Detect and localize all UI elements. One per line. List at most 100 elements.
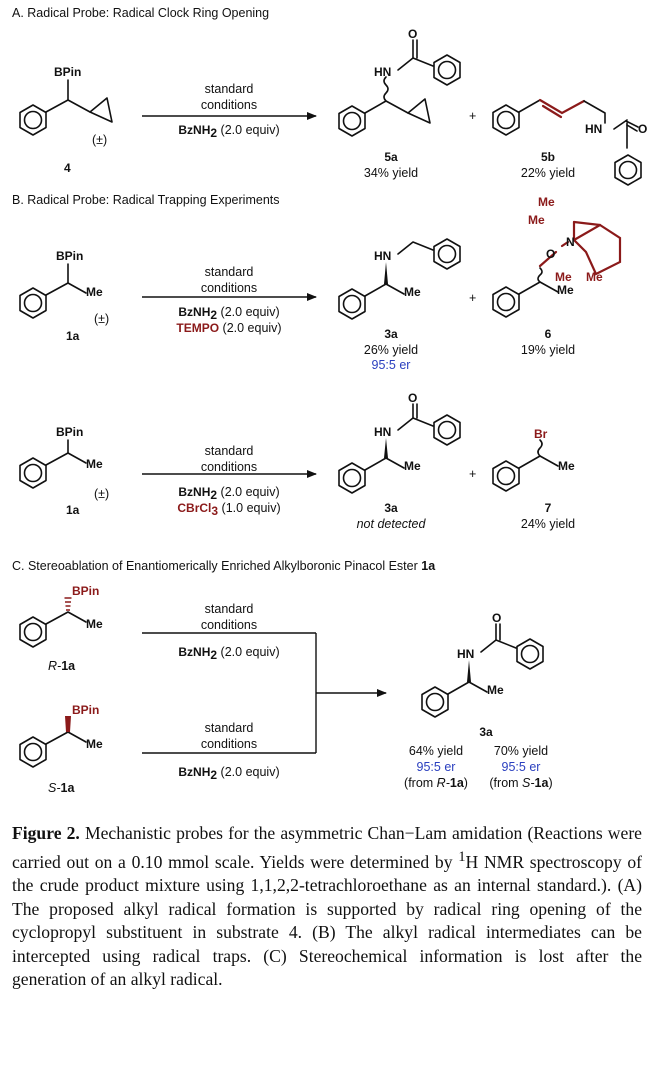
compound-5a-structure	[338, 39, 461, 137]
bpin-label: BPin	[72, 584, 99, 598]
section-b-title: B. Radical Probe: Radical Trapping Exper…	[12, 193, 280, 207]
compound-6-structure	[492, 220, 622, 318]
not-detected-label: not detected	[357, 517, 427, 531]
carbonyl-o-label: O	[638, 122, 647, 136]
nitrogen-label: N	[566, 235, 575, 249]
figure-caption: Figure 2. Mechanistic probes for the asy…	[12, 822, 642, 992]
section-a-title: A. Radical Probe: Radical Clock Ring Ope…	[12, 6, 269, 20]
carbonyl-o-label: O	[408, 391, 417, 405]
me-label: Me	[404, 459, 421, 473]
bpin-label: BPin	[56, 425, 83, 439]
me-label: Me	[86, 737, 103, 751]
conditions-standard-text: standard	[205, 444, 254, 458]
compound-4-label: 4	[64, 161, 71, 175]
hn-label: HN	[585, 122, 602, 136]
er-3a-tempo: 95:5 er	[372, 358, 411, 372]
conditions-standard-text: standard	[205, 265, 254, 279]
me-label: Me	[86, 617, 103, 631]
conditions-standard-text: standard	[205, 602, 254, 616]
bromine-label: Br	[534, 427, 548, 441]
yield-7: 24% yield	[521, 517, 575, 531]
compound-5a-label: 5a	[384, 150, 398, 164]
me-label: Me	[555, 270, 572, 284]
me-label: Me	[558, 459, 575, 473]
me-label: Me	[487, 683, 504, 697]
me-label: Me	[557, 283, 574, 297]
reagent-bznh2-c1: BzNH2 (2.0 equiv)	[178, 645, 279, 662]
bpin-label: BPin	[72, 703, 99, 717]
compound-r-1a-structure	[19, 597, 87, 648]
compound-3a-label: 3a	[384, 501, 398, 515]
er-3a-from-r: 95:5 er	[417, 760, 456, 774]
racemic-label: (±)	[94, 487, 109, 501]
source-r-1a: (from R-1a)	[404, 776, 468, 790]
caption-superscript: 1	[458, 848, 466, 865]
reagent-tempo: TEMPO (2.0 equiv)	[176, 321, 281, 335]
compound-5b-label: 5b	[541, 150, 555, 164]
reagent-cbrcl3: CBrCl3 (1.0 equiv)	[177, 501, 280, 518]
caption-substrate-ref: 4	[288, 922, 298, 943]
me-label: Me	[528, 213, 545, 227]
compound-r-1a-label: R-1a	[48, 659, 76, 673]
source-s-1a: (from S-1a)	[489, 776, 552, 790]
compound-3a-structure	[338, 238, 461, 320]
compound-1a-structure	[19, 439, 87, 489]
reagent-bznh2-c2: BzNH2 (2.0 equiv)	[178, 765, 279, 782]
compound-6-label: 6	[545, 327, 552, 341]
figure-label: Figure 2.	[12, 823, 80, 843]
hn-label: HN	[374, 65, 391, 79]
converging-reaction-arrows	[142, 632, 387, 754]
section-c-title: C. Stereoablation of Enantiomerically En…	[12, 559, 436, 573]
er-3a-from-s: 95:5 er	[502, 760, 541, 774]
hn-label: HN	[457, 647, 474, 661]
caption-text: H NMR spectroscopy of the crude product …	[12, 851, 642, 943]
carbonyl-o-label: O	[408, 27, 417, 41]
yield-6: 19% yield	[521, 343, 575, 357]
compound-s-1a-structure	[19, 716, 87, 768]
yield-3a-tempo: 26% yield	[364, 343, 418, 357]
conditions-text: conditions	[201, 281, 257, 295]
compound-1a-structure	[19, 263, 87, 319]
compound-7-label: 7	[545, 501, 552, 515]
oxygen-label: O	[546, 247, 555, 261]
reagent-bznh2-b1: BzNH2 (2.0 equiv)	[178, 305, 279, 322]
conditions-text: conditions	[201, 737, 257, 751]
me-label: Me	[586, 270, 603, 284]
me-label: Me	[404, 285, 421, 299]
compound-3a-structure	[338, 403, 461, 494]
compound-3a-structure	[421, 623, 544, 718]
compound-s-1a-label: S-1a	[48, 781, 75, 795]
yield-3a-from-s: 70% yield	[494, 744, 548, 758]
compound-1a-label: 1a	[66, 503, 80, 517]
caption-text: Mechanistic probes for the asymmetric Ch…	[12, 823, 642, 872]
reagent-bznh2-b2: BzNH2 (2.0 equiv)	[178, 485, 279, 502]
conditions-text: conditions	[201, 618, 257, 632]
plus-sign: +	[469, 467, 476, 481]
yield-3a-from-r: 64% yield	[409, 744, 463, 758]
compound-4-structure	[19, 79, 113, 136]
compound-3a-label: 3a	[479, 725, 493, 739]
compound-7-structure	[492, 439, 559, 492]
plus-sign: +	[469, 291, 476, 305]
plus-sign: +	[469, 109, 476, 123]
hn-label: HN	[374, 249, 391, 263]
mechanistic-probes-scheme: A. Radical Probe: Radical Clock Ring Ope…	[12, 6, 647, 795]
me-label: Me	[86, 285, 103, 299]
me-label: Me	[538, 195, 555, 209]
racemic-label: (±)	[94, 312, 109, 326]
racemic-label: (±)	[92, 133, 107, 147]
compound-1a-label: 1a	[66, 329, 80, 343]
me-label: Me	[86, 457, 103, 471]
conditions-standard-text: standard	[205, 721, 254, 735]
caption-text: . (B) The alkyl radical intermediates ca…	[12, 922, 642, 990]
yield-5a: 34% yield	[364, 166, 418, 180]
compound-3a-label: 3a	[384, 327, 398, 341]
compound-5b-structure	[492, 98, 642, 186]
carbonyl-o-label: O	[492, 611, 501, 625]
conditions-text: conditions	[201, 460, 257, 474]
hn-label: HN	[374, 425, 391, 439]
conditions-text: conditions	[201, 98, 257, 112]
bpin-label: BPin	[56, 249, 83, 263]
reagent-bznh2-a: BzNH2 (2.0 equiv)	[178, 123, 279, 140]
bpin-label: BPin	[54, 65, 81, 79]
